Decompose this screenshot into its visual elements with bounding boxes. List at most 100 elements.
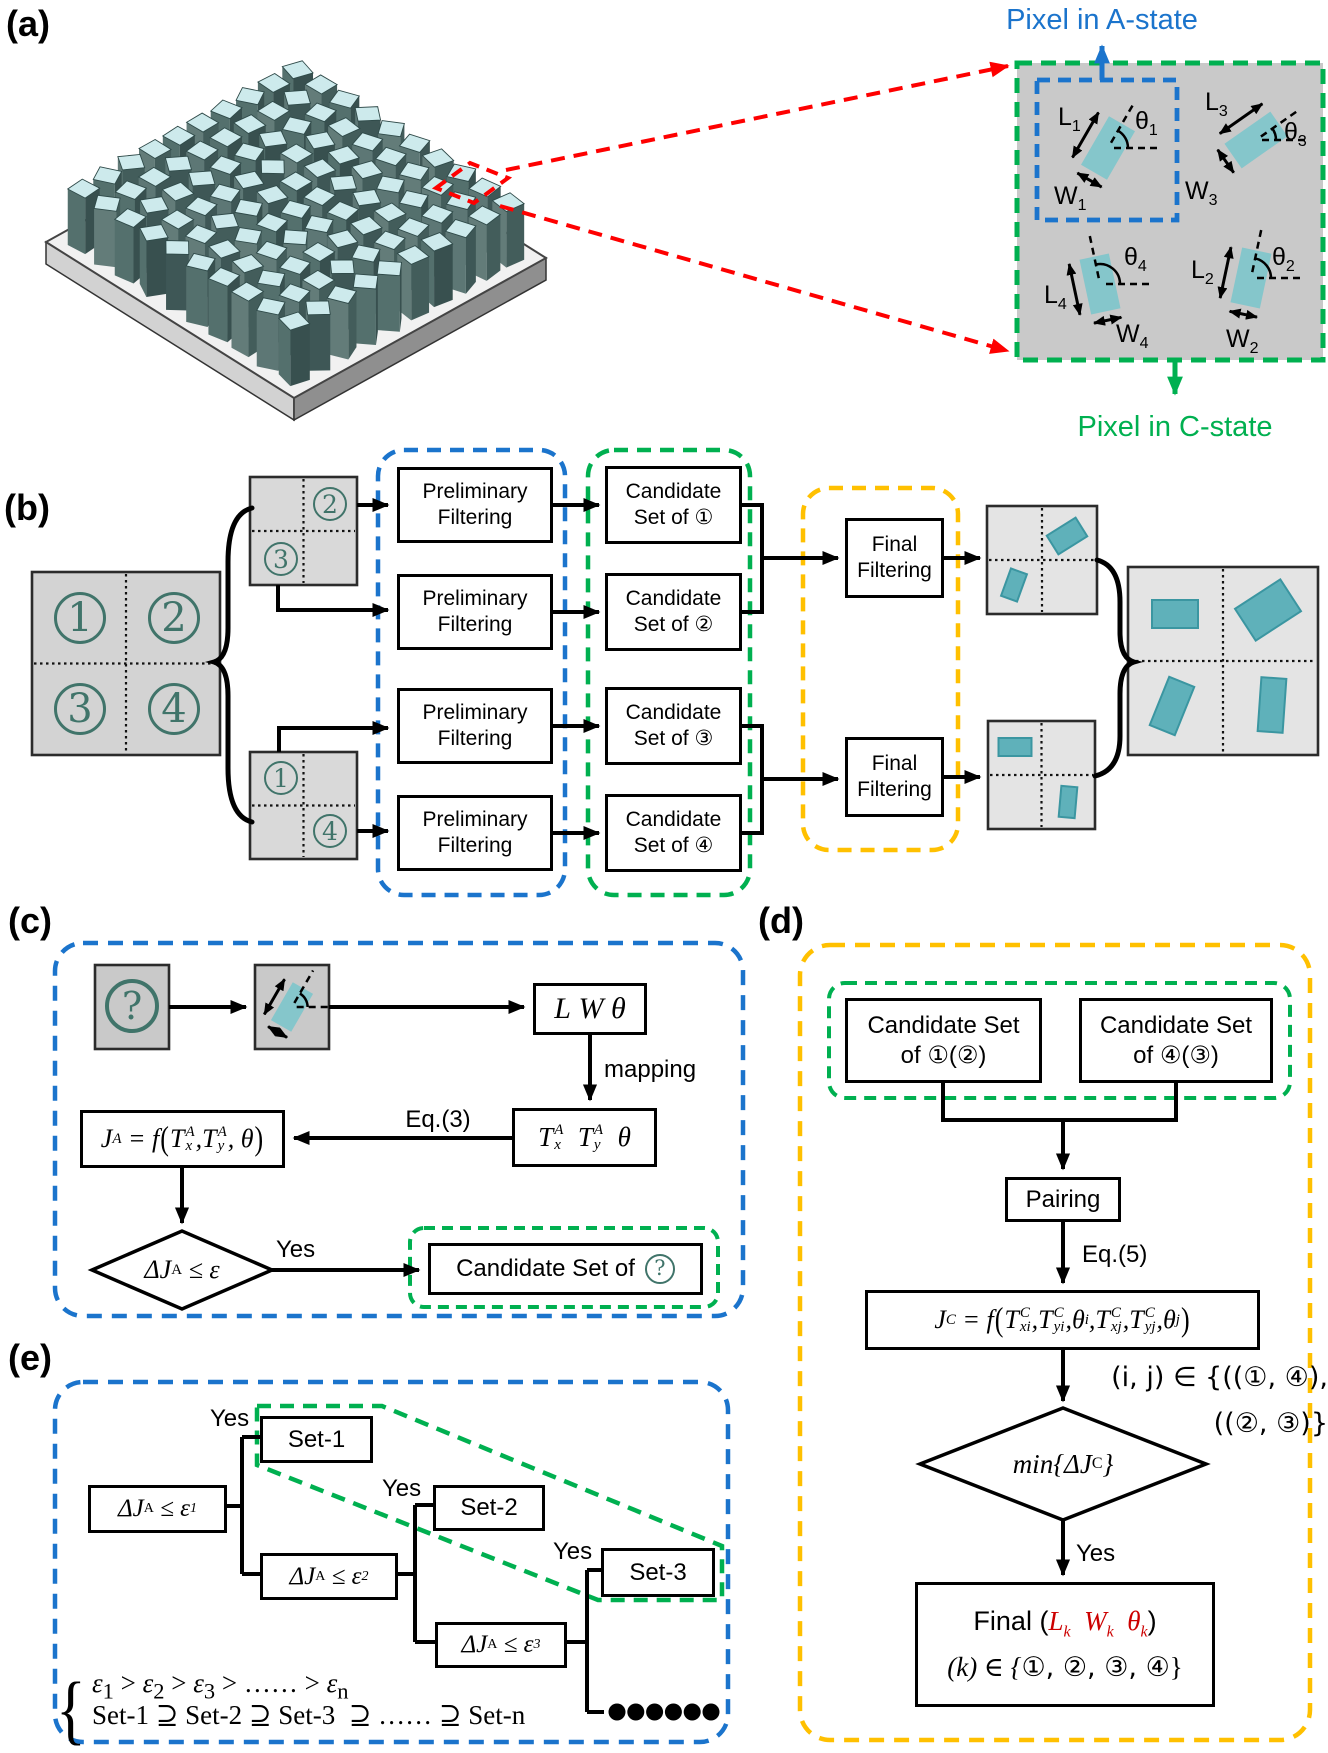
yes-label-d: Yes: [1076, 1540, 1116, 1567]
pixel-c-state-label: Pixel in C-state: [1077, 411, 1273, 443]
final-result-box: Final (Lk Wk θk) (k) ∈ {①, ②, ③, ④}: [915, 1582, 1215, 1707]
pillar: [139, 224, 169, 297]
pillar: [376, 260, 403, 332]
topsq-circled-3: 3: [264, 542, 298, 576]
pillar: [185, 252, 216, 327]
panel-b-label: (b): [4, 487, 50, 528]
nanopixel-rect: [1233, 577, 1303, 643]
nanopixel-rect: [1256, 676, 1288, 734]
yes-label-e1: Yes: [210, 1405, 250, 1432]
pixel-a-state-label: Pixel in A-state: [1006, 4, 1198, 36]
pillar: [326, 285, 358, 360]
botsq-circled-4: 4: [313, 814, 347, 848]
dashed-region: [52, 1379, 731, 1745]
pillar: [444, 218, 477, 294]
panel-d-label: (d): [758, 900, 804, 941]
lw-theta-box: L W θ: [533, 983, 647, 1035]
nanopixel-rect: [1045, 516, 1089, 556]
circled-1: 1: [54, 592, 106, 644]
continuation-dot: [664, 1703, 682, 1721]
flow-connector: [941, 1077, 1178, 1122]
dashed-region: [585, 447, 753, 898]
decision-diamond-d: [915, 1406, 1211, 1522]
brace-glyph: {: [56, 1667, 86, 1753]
dashed-region: [375, 447, 568, 898]
pillar: [396, 245, 430, 321]
continuation-dot: [683, 1703, 701, 1721]
metasurface-3d-illustration: [44, 60, 548, 422]
nanorod-unit: [1216, 102, 1306, 174]
dashed-region: [797, 942, 1313, 1743]
pillar: [352, 273, 379, 345]
continuation-dot: [627, 1703, 645, 1721]
flow-connector: [561, 1568, 604, 1714]
yes-label-e2: Yes: [382, 1475, 422, 1502]
epsilon-relation-line: ε1 > ε2 > ε3 > …… > εn: [92, 1668, 349, 1704]
label-theta3: θ3: [1284, 118, 1307, 150]
set1-box: Set-1: [260, 1416, 373, 1463]
dashed-region: [800, 485, 961, 853]
label-theta1: θ1: [1135, 107, 1158, 139]
label-L1: L1: [1058, 103, 1081, 135]
brace: [204, 505, 255, 825]
set-relation-line: Set-1 ⊇ Set-2 ⊇ Set-3 ⊇ …… ⊇ Set-n: [92, 1700, 526, 1730]
brace: [1092, 557, 1144, 779]
candidate-set-of-q-box: Candidate Set of ?: [428, 1243, 703, 1295]
nanopixel-rect: [1151, 599, 1199, 629]
flow-connector: [392, 1503, 435, 1644]
flow-connector: [742, 503, 764, 614]
flow-connector: [227, 1435, 260, 1576]
pillar: [277, 311, 311, 387]
pillar: [113, 208, 148, 284]
circled-2: 2: [148, 592, 200, 644]
eq5-label: Eq.(5): [1082, 1241, 1148, 1268]
nanopixel-rect: [1057, 784, 1079, 820]
zoom-pointer-line: [505, 61, 1010, 172]
ij-set-line2: ((②, ③)}: [1213, 1408, 1328, 1439]
label-W2: W2: [1226, 325, 1259, 357]
panel-c-label: (c): [8, 900, 52, 941]
flow-connector: [277, 726, 388, 752]
nanorod-unit: [1217, 224, 1301, 320]
botsq-circled-1: 1: [264, 761, 298, 795]
label-L3: L3: [1205, 88, 1228, 120]
flow-connector: [276, 585, 388, 612]
eq3-label: Eq.(3): [405, 1106, 471, 1133]
nanopixel-rect: [997, 737, 1033, 757]
circled-3: 3: [54, 683, 106, 735]
label-theta4: θ4: [1124, 243, 1147, 275]
label-W3: W3: [1185, 177, 1218, 209]
label-L2: L2: [1191, 256, 1214, 288]
flow-connector: [742, 724, 764, 835]
set3-box: Set-3: [601, 1548, 715, 1597]
pillar: [165, 240, 190, 311]
ij-set-line1: (i, j) ∈ {((①, ④),: [1111, 1362, 1328, 1393]
label-L4: L4: [1044, 281, 1067, 313]
mapping-label: mapping: [604, 1056, 697, 1083]
decision-diamond-c: [87, 1229, 277, 1311]
continuation-dot: [702, 1703, 720, 1721]
set2-box: Set-2: [433, 1485, 545, 1531]
zoom-pointer-line: [499, 204, 1010, 354]
pairing-box: Pairing: [1005, 1177, 1121, 1222]
label-theta2: θ2: [1272, 243, 1295, 275]
continuation-dot: [608, 1703, 626, 1721]
